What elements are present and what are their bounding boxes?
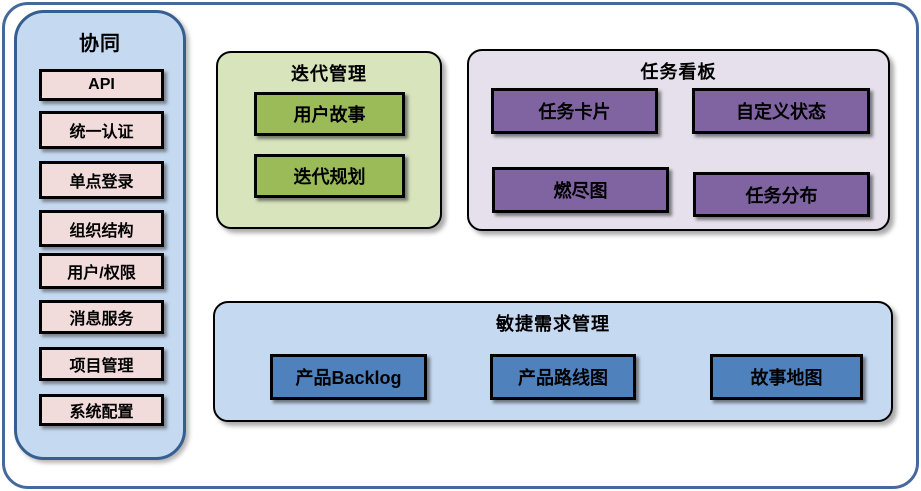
sidebar-collaboration: 协同 API 统一认证 单点登录 组织结构 用户/权限 消息服务 项目管理 系统… [14, 10, 186, 460]
box-task-distribution: 任务分布 [693, 172, 870, 217]
box-burndown-chart: 燃尽图 [492, 167, 669, 213]
box-iteration-planning: 迭代规划 [254, 154, 405, 198]
panel-iteration-management: 迭代管理 用户故事 迭代规划 [216, 51, 442, 229]
box-user-story: 用户故事 [254, 92, 405, 136]
sidebar-item-user-perms: 用户/权限 [39, 253, 164, 289]
sidebar-item-message-service: 消息服务 [39, 300, 164, 334]
box-task-card: 任务卡片 [491, 88, 658, 134]
box-product-roadmap: 产品路线图 [490, 354, 636, 400]
sidebar-item-system-config: 系统配置 [39, 394, 164, 426]
box-product-backlog: 产品Backlog [270, 354, 427, 400]
panel-agile-requirements: 敏捷需求管理 产品Backlog 产品路线图 故事地图 [213, 301, 893, 422]
box-story-map: 故事地图 [710, 354, 863, 400]
panel-requirements-title: 敏捷需求管理 [496, 314, 610, 334]
sidebar-item-org-structure: 组织结构 [39, 210, 164, 247]
sidebar-title: 协同 [79, 33, 121, 55]
panel-task-kanban: 任务看板 任务卡片 自定义状态 燃尽图 任务分布 [467, 49, 890, 231]
sidebar-item-project-mgmt: 项目管理 [39, 347, 164, 381]
sidebar-item-sso: 单点登录 [39, 161, 164, 199]
panel-iteration-title: 迭代管理 [291, 64, 367, 84]
panel-kanban-title: 任务看板 [640, 62, 717, 82]
sidebar-item-auth: 统一认证 [39, 111, 164, 149]
box-custom-status: 自定义状态 [692, 88, 870, 134]
sidebar-item-api: API [39, 69, 164, 101]
